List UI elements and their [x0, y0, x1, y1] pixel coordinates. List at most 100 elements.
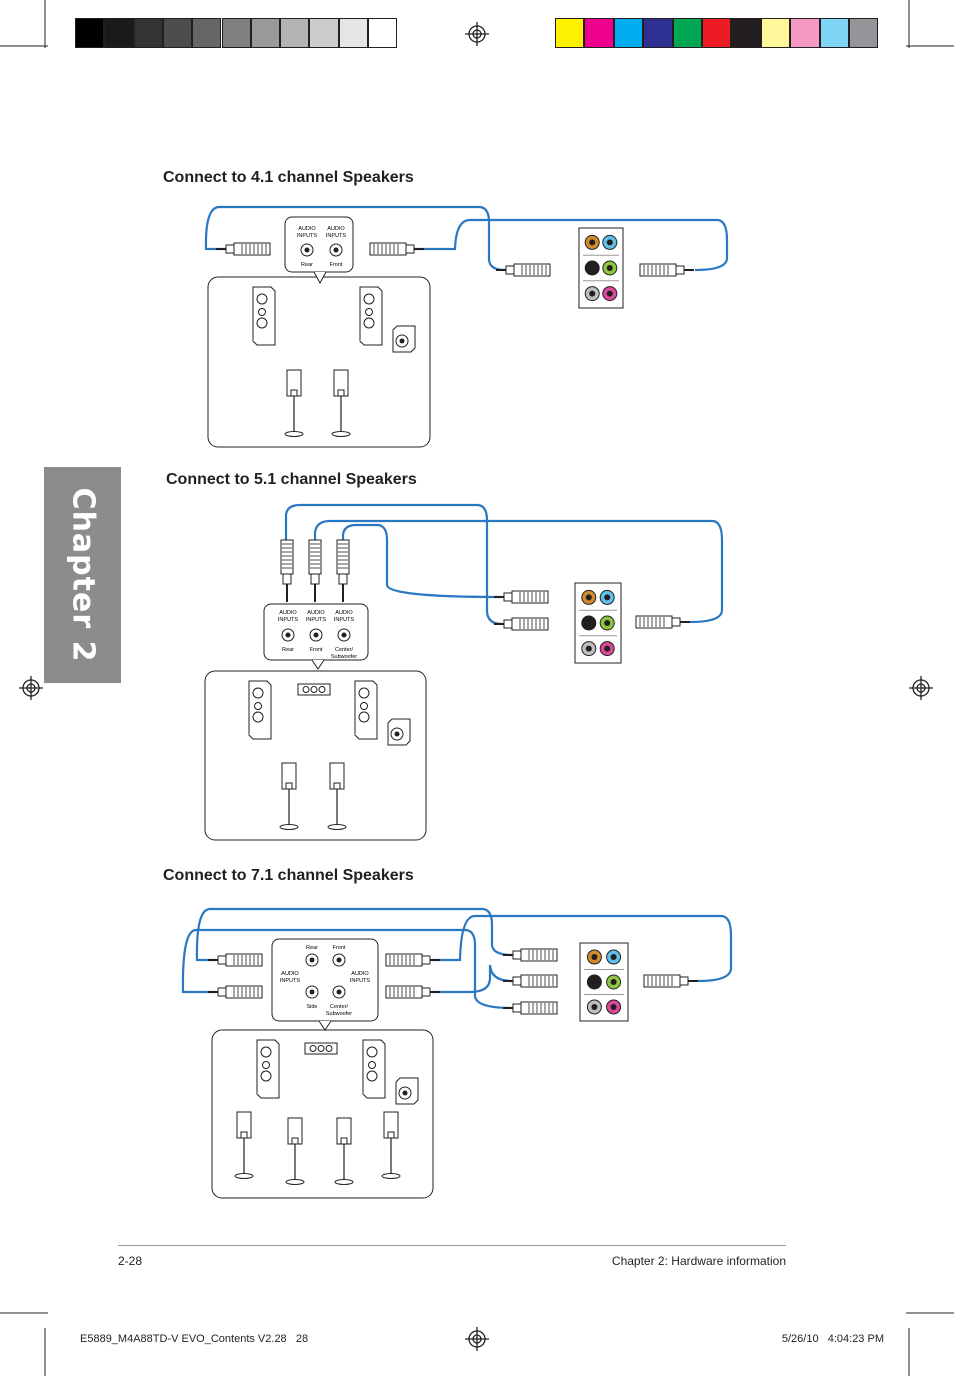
subwoofer-icon — [392, 325, 416, 353]
speaker-icon — [327, 762, 347, 830]
color-swatch — [672, 18, 702, 48]
color-swatch — [702, 18, 732, 48]
speaker-icon — [285, 1117, 305, 1185]
plug-icon — [635, 615, 690, 629]
color-swatch — [192, 18, 222, 48]
port-label-rear: Rear — [282, 647, 294, 653]
port-label-rear: Rear — [301, 262, 313, 268]
svg-text:INPUTS: INPUTS — [280, 978, 301, 984]
color-swatch — [338, 18, 368, 48]
plug-icon — [208, 953, 263, 967]
audio-port-panel-icon — [574, 582, 622, 664]
chapter-tab-label: Chapter 2 — [65, 487, 100, 663]
plug-icon — [503, 948, 558, 962]
plug-icon — [280, 539, 294, 602]
port-label-center: Center/ — [335, 647, 354, 653]
color-swatch — [584, 18, 614, 48]
plug-icon — [385, 953, 440, 967]
speaker-icon — [381, 1111, 401, 1179]
registration-mark-icon — [19, 676, 43, 700]
slug-file-name: E5889_M4A88TD-V EVO_Contents V2.28 28 — [80, 1333, 309, 1345]
color-swatch — [221, 18, 251, 48]
heading-4-1-channel: Connect to 4.1 channel Speakers — [163, 169, 414, 186]
speaker-icon — [284, 369, 304, 437]
plug-icon — [369, 242, 424, 256]
speaker-icon — [331, 369, 351, 437]
speaker-box — [204, 670, 427, 841]
speaker-icon — [234, 1111, 254, 1179]
plug-icon — [494, 617, 549, 631]
cables — [181, 907, 733, 1010]
color-swatch — [613, 18, 644, 48]
plug-icon — [336, 539, 350, 602]
page-number: 2-28 — [118, 1254, 143, 1268]
heading-5-1-channel: Connect to 5.1 channel Speakers — [166, 471, 417, 488]
diagram-4-1-channel: AUDIO INPUTS AUDIO INPUTS Rear Front — [204, 205, 729, 448]
color-swatch — [731, 18, 761, 48]
speaker-icon — [334, 1117, 354, 1185]
color-swatch — [790, 18, 820, 48]
crop-mark-icon — [0, 0, 48, 48]
speaker-icon — [354, 680, 378, 740]
speaker-icon — [304, 1042, 338, 1055]
svg-text:AUDIO: AUDIO — [327, 226, 345, 232]
svg-text:INPUTS: INPUTS — [326, 233, 347, 239]
registration-mark-icon — [465, 1327, 489, 1351]
slug-datetime: 5/26/10 4:04:23 PM — [781, 1333, 884, 1345]
svg-text:AUDIO: AUDIO — [335, 610, 353, 616]
registration-mark-icon — [465, 22, 489, 46]
color-swatch — [643, 18, 673, 48]
crop-mark-icon — [0, 1312, 48, 1376]
crop-mark-icon — [906, 0, 954, 48]
svg-text:INPUTS: INPUTS — [306, 617, 327, 623]
audio-port-panel-icon — [579, 942, 629, 1022]
speaker-icon — [359, 286, 383, 346]
color-swatch — [250, 18, 281, 48]
port-label-center: Center/ — [330, 1004, 349, 1010]
speaker-icon — [256, 1039, 280, 1099]
plug-icon — [503, 974, 558, 988]
port-label-side: Side — [306, 1004, 317, 1010]
color-swatch — [849, 18, 879, 48]
svg-text:AUDIO: AUDIO — [307, 610, 325, 616]
color-swatch — [555, 18, 585, 48]
speaker-icon — [279, 762, 299, 830]
color-swatch — [280, 18, 310, 48]
audio-port-panel-icon — [578, 227, 624, 309]
color-swatch — [760, 18, 791, 48]
port-label-front: Front — [330, 262, 343, 268]
color-swatch — [75, 18, 105, 48]
plug-icon — [503, 1001, 558, 1015]
color-swatch — [133, 18, 163, 48]
svg-text:AUDIO: AUDIO — [279, 610, 297, 616]
cables — [284, 503, 724, 626]
footer-divider — [118, 1245, 786, 1246]
plug-icon — [496, 263, 551, 277]
speaker-box — [207, 276, 431, 448]
color-swatch — [819, 18, 849, 48]
plug-icon — [643, 974, 698, 988]
port-label-subwoofer: Subwoofer — [331, 654, 357, 660]
speaker-icon — [297, 683, 331, 696]
svg-text:AUDIO: AUDIO — [281, 971, 299, 977]
svg-text:AUDIO: AUDIO — [351, 971, 369, 977]
cables — [204, 205, 729, 272]
svg-text:INPUTS: INPUTS — [278, 617, 299, 623]
audio-inputs-panel: AUDIO INPUTS AUDIO INPUTS Rear Front — [284, 216, 354, 285]
port-label-subwoofer: Subwoofer — [326, 1011, 352, 1017]
subwoofer-icon — [387, 718, 411, 746]
port-label-rear: Rear — [306, 945, 318, 951]
color-swatch — [309, 18, 339, 48]
speaker-icon — [362, 1039, 386, 1099]
color-swatch — [104, 18, 134, 48]
svg-text:INPUTS: INPUTS — [334, 617, 355, 623]
crop-mark-icon — [906, 1312, 954, 1376]
plug-icon — [494, 590, 549, 604]
registration-mark-icon — [909, 676, 933, 700]
plug-icon — [208, 985, 263, 999]
